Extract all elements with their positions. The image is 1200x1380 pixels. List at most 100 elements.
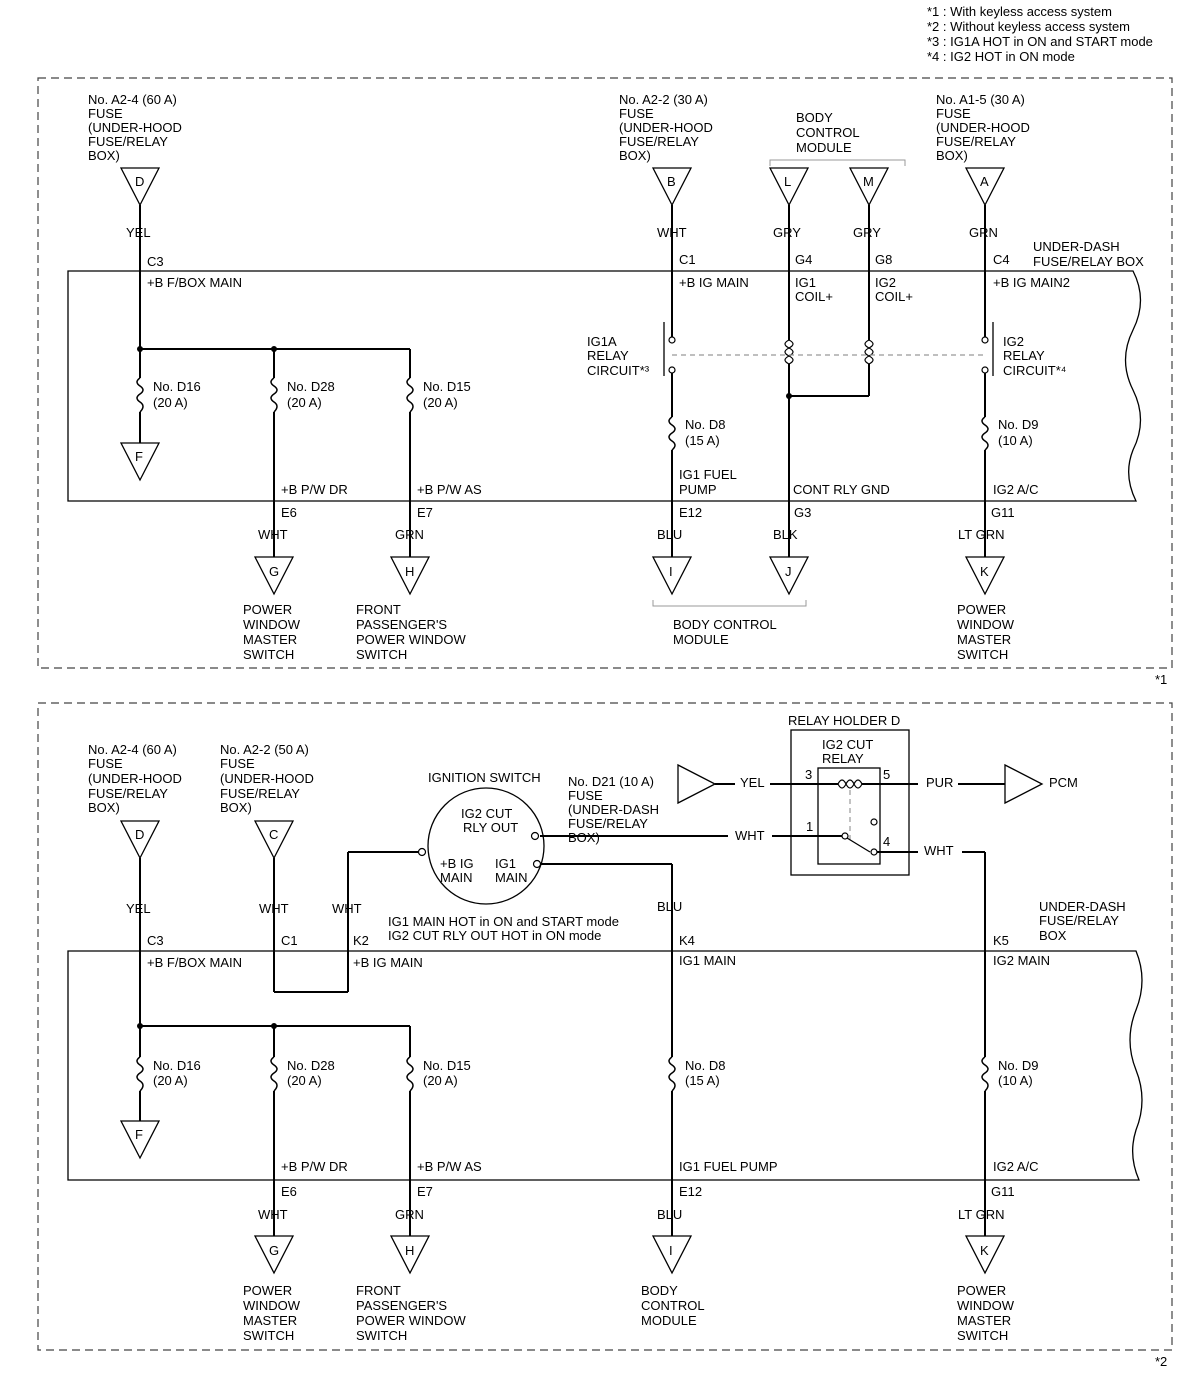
mode-note: IG2 CUT RLY OUT HOT in ON mode [388,928,601,943]
mode-note: IG1 MAIN HOT in ON and START mode [388,914,619,929]
pin-label: K2 [353,933,369,948]
fuse-label-line: No. A2-4 (60 A) [88,742,177,757]
panel-2-top-wires [137,783,1005,1236]
fuse-label: (15 A) [685,1073,720,1088]
fuse-label-line: FUSE [220,756,255,771]
wire-color: GRN [969,225,998,240]
fuse-label-line: BOX) [220,800,252,815]
under-dash-box-outline-2 [67,950,1143,1181]
dest-body-control-module: BODY CONTROL MODULE [652,600,807,647]
fuse-label: No. D28 [287,379,335,394]
bottom-connector-g: G [253,556,295,596]
bcm-label-line: CONTROL [796,125,860,140]
terminal-label: +B F/BOX MAIN [147,275,242,290]
box-title-line: UNDER-DASH [1039,899,1126,914]
fuse-label-line: FUSE/RELAY [88,786,168,801]
fuse-label-line: BOX) [88,148,120,163]
relay-label: RELAY [587,348,629,363]
terminal-label: +B P/W DR [281,482,348,497]
dest-line: MODULE [641,1313,697,1328]
switch-terminal-label: MAIN [440,870,473,885]
wire-color: GRN [395,1207,424,1222]
fuse-label-line: No. A2-2 (30 A) [619,92,708,107]
relay-pin: 4 [883,834,890,849]
relay-pin: 5 [883,767,890,782]
dest-line: WINDOW [957,1298,1015,1313]
top-connector-a: A [964,167,1006,207]
dest-line: POWER [957,1283,1006,1298]
wire-color: YEL [740,775,765,790]
terminal-label: IG1 MAIN [679,953,736,968]
connector-letter: F [135,1127,143,1142]
pin-label: C1 [679,252,696,267]
coil-label: COIL+ [795,289,833,304]
panel-with-keyless: *1 No. A2-4 (60 A) FUSE (UNDER-HOOD FUSE… [37,77,1173,687]
dest-power-window-master-switch-4: POWER WINDOW MASTER SWITCH [957,1283,1015,1343]
fuse-label-line: (UNDER-HOOD [936,120,1030,135]
dest-line: CONTROL [641,1298,705,1313]
connector-letter: F [135,449,143,464]
switch-terminal [530,831,540,841]
bcm-top-label: BODY CONTROL MODULE [769,110,906,166]
connector-letter: G [269,1243,279,1258]
box-title-line: FUSE/RELAY [1039,913,1119,928]
wire-color: BLU [657,527,682,542]
fuse-label: No. D8 [685,1058,725,1073]
relay-coil [837,779,863,789]
fuse-label-line: (UNDER-HOOD [220,771,314,786]
connector-letter: L [784,174,791,189]
top-connector-c-2: C [253,820,295,860]
wire-color: WHT [332,901,362,916]
wire-color: WHT [259,901,289,916]
fuse-label: (10 A) [998,1073,1033,1088]
panel-1-border [37,77,1173,669]
panel-2-fuse-symbols [136,1056,989,1092]
wire-color: GRN [395,527,424,542]
dest-line: SWITCH [957,647,1008,662]
terminal-label: +B P/W DR [281,1159,348,1174]
bottom-connector-h: H [389,556,431,596]
fuse-label: No. D8 [685,417,725,432]
note-3: *3 : IG1A HOT in ON and START mode [927,34,1153,49]
dest-line: PASSENGER'S [356,617,447,632]
wire-color: WHT [735,828,765,843]
wire-color: PUR [926,775,953,790]
bottom-connector-j: J [768,556,810,596]
wire-color: YEL [126,901,151,916]
fuse-label: (20 A) [423,395,458,410]
relay-label: IG1A [587,334,617,349]
fuse-label-line: FUSE/RELAY [220,786,300,801]
dest-power-window-master-switch: POWER WINDOW MASTER SWITCH [243,602,301,662]
connector-letter: G [269,564,279,579]
pin-label: G3 [794,505,811,520]
switch-terminal-label: IG2 CUT [461,806,512,821]
fuse-label-line: FUSE/RELAY [936,134,1016,149]
fuse-label-line: FUSE/RELAY [88,134,168,149]
dest-line: WINDOW [243,1298,301,1313]
fuse-a2-2-label: No. A2-2 (30 A) FUSE (UNDER-HOOD FUSE/RE… [619,92,713,163]
fuse-label: (20 A) [423,1073,458,1088]
dest-line: POWER WINDOW [356,632,466,647]
coil-label: COIL+ [875,289,913,304]
terminal-label: CONT RLY GND [793,482,890,497]
dest-line: SWITCH [356,1328,407,1343]
relay-holder-outline [790,729,910,876]
fuse-label-line: (UNDER-HOOD [619,120,713,135]
wire-color: LT GRN [958,1207,1004,1222]
bottom-connector-k-2: K [964,1235,1006,1275]
dest-power-window-master-switch-3: POWER WINDOW MASTER SWITCH [243,1283,301,1343]
pin-label: K4 [679,933,695,948]
connector-letter: C [269,827,278,842]
fuse-label-line: FUSE [936,106,971,121]
connector-letter: I [669,564,673,579]
box-title-line: UNDER-DASH [1033,239,1120,254]
bcm-bracket [652,600,807,607]
coil-label: IG1 [795,275,816,290]
relay-pin: 3 [805,767,812,782]
fuse-a2-4-label-2: No. A2-4 (60 A) FUSE (UNDER-HOOD FUSE/RE… [88,742,182,815]
connector-letter: D [135,174,144,189]
dest-line: SWITCH [243,647,294,662]
wire-color: WHT [924,843,954,858]
panel-without-keyless: *2 No. A2-4 (60 A) FUSE (UNDER-HOOD FUSE… [37,702,1173,1369]
dest-line: MASTER [243,1313,297,1328]
